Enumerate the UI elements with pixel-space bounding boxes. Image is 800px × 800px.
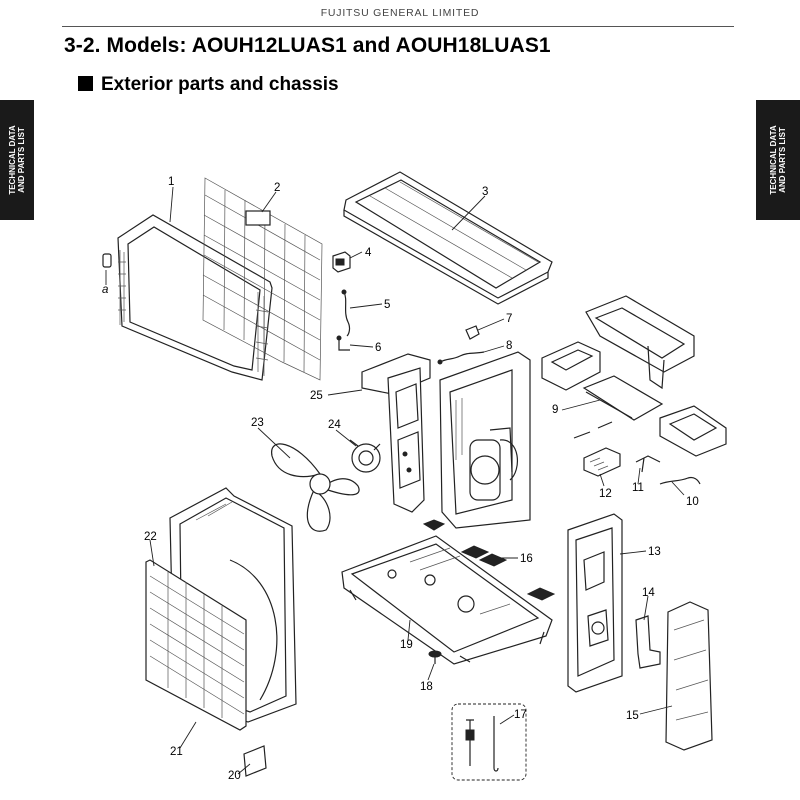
part-6-sensor: [336, 335, 350, 351]
callout-19: 19: [400, 639, 413, 651]
leader-lines: [105, 186, 685, 775]
part-12-terminal-block: [573, 421, 621, 477]
callout-3: 3: [482, 186, 488, 198]
company-name: FUJITSU GENERAL LIMITED: [320, 7, 480, 19]
part-10-wire: [659, 476, 701, 485]
part-22-front-grille: [145, 559, 247, 731]
part-7-bracket: [465, 325, 480, 340]
callout-8: 8: [506, 340, 512, 352]
callout-4: 4: [365, 247, 372, 259]
compressor-assembly: [439, 351, 531, 529]
callout-25: 25: [310, 390, 323, 402]
part-3-top-panel: [343, 171, 553, 305]
callout-9: 9: [552, 404, 558, 416]
callout-22: 22: [144, 531, 157, 543]
callout-15: 15: [626, 710, 639, 722]
part-17-accessories: [451, 703, 527, 781]
sub-title-text: Exterior parts and chassis: [101, 74, 339, 95]
part-8-wire: [437, 351, 485, 365]
part-a-clip: [102, 253, 112, 268]
callout-11: 11: [632, 482, 644, 494]
part-1-coil-guard: [117, 214, 273, 381]
square-bullet-icon: [78, 76, 93, 91]
callout-a: a: [102, 284, 108, 296]
callout-6: 6: [375, 342, 381, 354]
part-20-label: [243, 745, 267, 777]
callout-18: 18: [420, 681, 433, 693]
callout-2: 2: [274, 182, 280, 194]
part-9-control-box: [541, 295, 727, 457]
callout-10: 10: [686, 496, 699, 508]
part-14-plate: [635, 615, 661, 669]
callout-7: 7: [506, 313, 512, 325]
part-5-thermistor: [341, 289, 351, 337]
callout-17: 17: [514, 709, 527, 721]
callout-20: 20: [228, 770, 241, 782]
callout-1: 1: [168, 176, 174, 188]
callout-14: 14: [642, 587, 655, 599]
callout-21: 21: [170, 746, 183, 758]
callout-23: 23: [251, 417, 264, 429]
part-11-bracket: [635, 455, 661, 473]
sub-title: Exterior parts and chassis: [78, 74, 339, 96]
callout-13: 13: [648, 546, 661, 558]
part-24-fan-motor: [349, 439, 381, 473]
part-4-holder: [332, 251, 351, 273]
part-13-side-panel: [567, 513, 623, 693]
section-title: 3-2. Models: AOUH12LUAS1 and AOUH18LUAS1: [64, 34, 551, 57]
callout-16: 16: [520, 553, 533, 565]
callout-12: 12: [599, 488, 612, 500]
callout-5: 5: [384, 299, 390, 311]
part-19-base-pan: [341, 535, 553, 665]
part-15-right-panel: [665, 601, 713, 751]
header-rule: [62, 26, 734, 27]
part-2-wire-guard: [202, 177, 323, 381]
part-25-partition: [361, 353, 431, 513]
callout-labels: 1 2 3 4 5 6 7 8 9 10 11 12 13 14 15 16 1…: [102, 176, 699, 782]
part-23-propeller-fan: [271, 443, 360, 532]
part-18-screw: [428, 650, 442, 664]
part-16-drain-grommets: [422, 519, 556, 601]
callout-24: 24: [328, 419, 341, 431]
